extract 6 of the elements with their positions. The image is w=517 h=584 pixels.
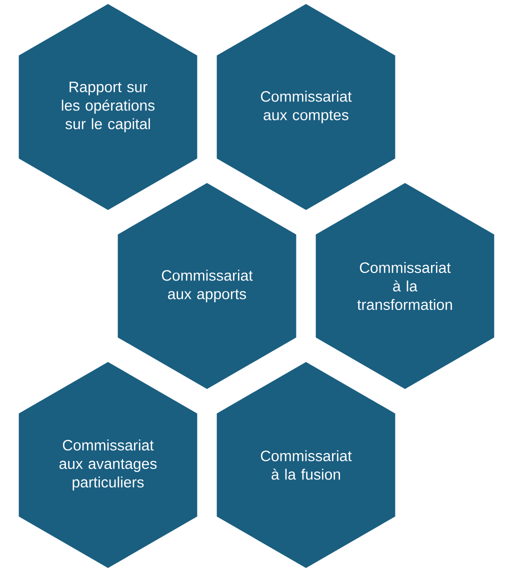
hexagon: Commissariat aux avantages particuliers: [18, 362, 198, 568]
hexagon: Commissariat à la transformation: [316, 183, 494, 389]
hexagon: Commissariat aux comptes: [216, 4, 396, 210]
hexagon: Rapport sur les opérations sur le capital: [18, 4, 198, 210]
hexagon: Commissariat aux apports: [118, 183, 296, 389]
hexagon: Commissariat à la fusion: [216, 362, 396, 568]
